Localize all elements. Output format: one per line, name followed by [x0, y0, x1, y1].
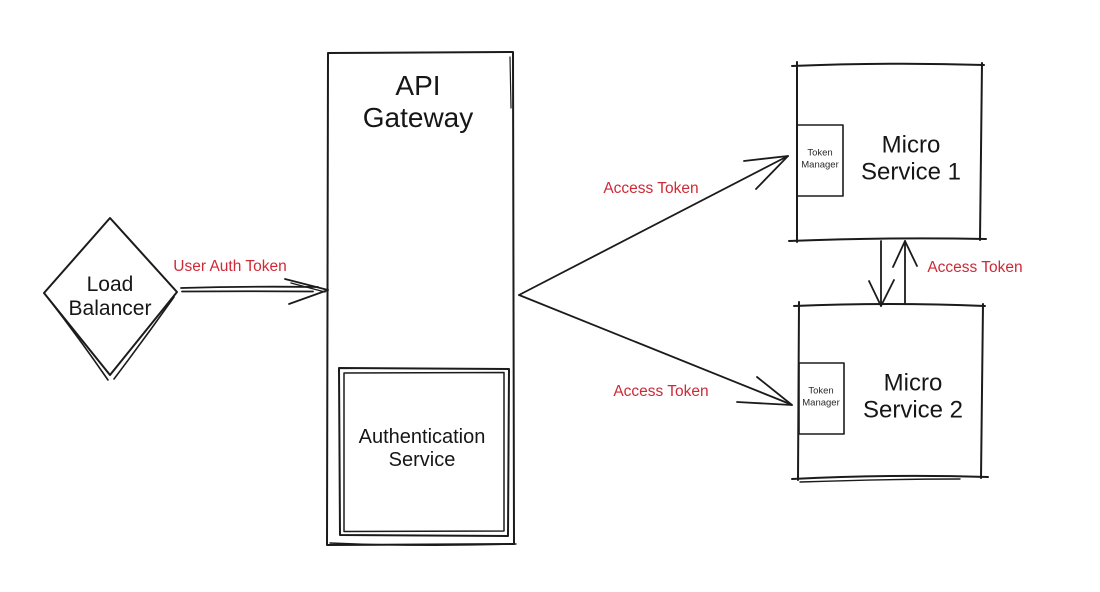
authentication-service-label: Authentication Service — [358, 426, 486, 471]
token-manager-2-label: Token Manager — [802, 385, 840, 409]
api-gateway-label: API Gateway — [362, 70, 474, 133]
authentication-service-shape — [338, 367, 510, 537]
load-balancer-label: Load Balancer — [68, 273, 152, 320]
access-token-label-between-services: Access Token — [927, 259, 1023, 277]
token-manager-1-shape — [796, 124, 844, 197]
gateway-to-ms1-arrow — [518, 155, 789, 296]
token-manager-1-label: Token Manager — [801, 147, 839, 171]
token-manager-2-shape — [798, 362, 845, 435]
gateway-to-ms2-arrow — [518, 294, 793, 406]
user-auth-token-label: User Auth Token — [173, 258, 287, 276]
micro-service-1-label: Micro Service 1 — [860, 131, 962, 186]
api-gateway-shape — [326, 51, 517, 546]
ms2-to-ms1-arrow — [892, 240, 918, 304]
ms1-to-ms2-arrow — [868, 240, 895, 307]
access-token-label-ms1: Access Token — [603, 180, 699, 198]
access-token-label-ms2: Access Token — [613, 383, 709, 401]
load-balancer-shape — [43, 217, 178, 381]
lb-to-gateway-arrow — [180, 278, 329, 305]
micro-service-2-label: Micro Service 2 — [862, 369, 964, 424]
